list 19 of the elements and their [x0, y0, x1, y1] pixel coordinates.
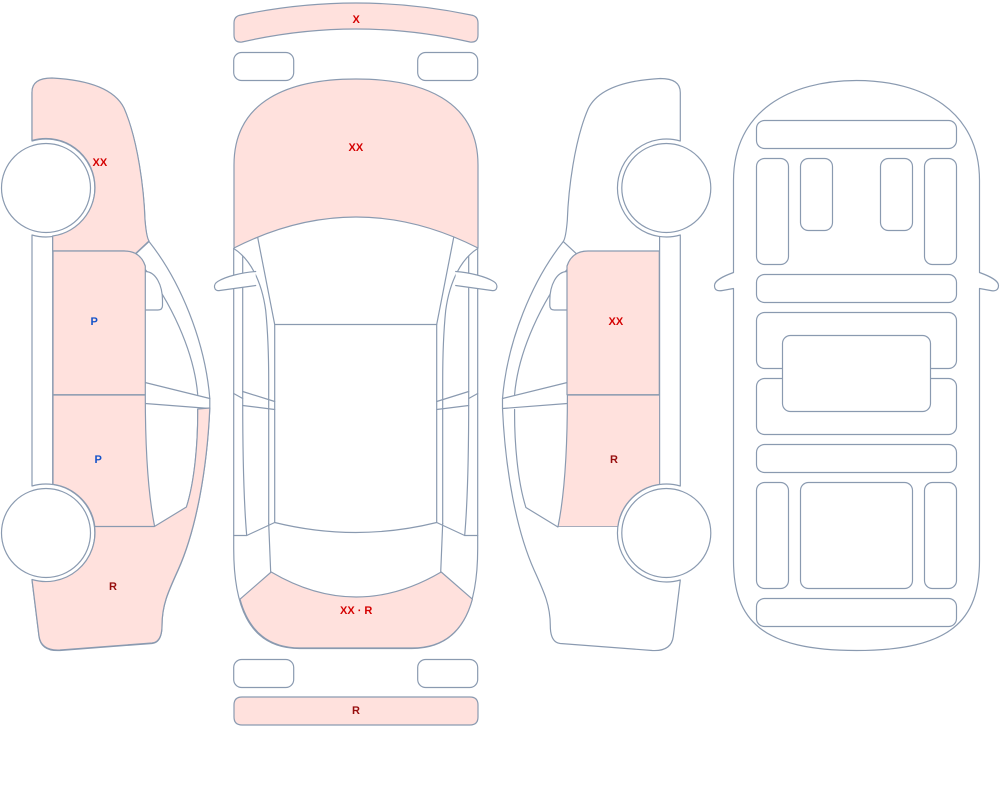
rear-door-panel	[556, 394, 660, 528]
damage-code: XX	[348, 142, 364, 154]
damage-code: XX · R	[340, 605, 372, 617]
damage-code: P	[90, 316, 98, 328]
tailgate-panel	[238, 571, 474, 649]
rear-bumper-panel	[233, 696, 479, 726]
damage-code: R	[610, 454, 618, 466]
front-bumper-panel	[233, 2, 479, 44]
damage-code: R	[352, 705, 360, 717]
front-door-panel	[566, 250, 660, 396]
damage-code: P	[94, 454, 102, 466]
damage-code: R	[109, 581, 117, 593]
rear-door-panel	[52, 394, 156, 528]
front-door-panel	[52, 250, 146, 396]
hood-panel	[233, 78, 479, 249]
front-fender-panel	[31, 77, 150, 256]
damage-code: XX	[92, 157, 108, 169]
damage-code: X	[352, 14, 360, 26]
damage-code: XX	[608, 316, 624, 328]
